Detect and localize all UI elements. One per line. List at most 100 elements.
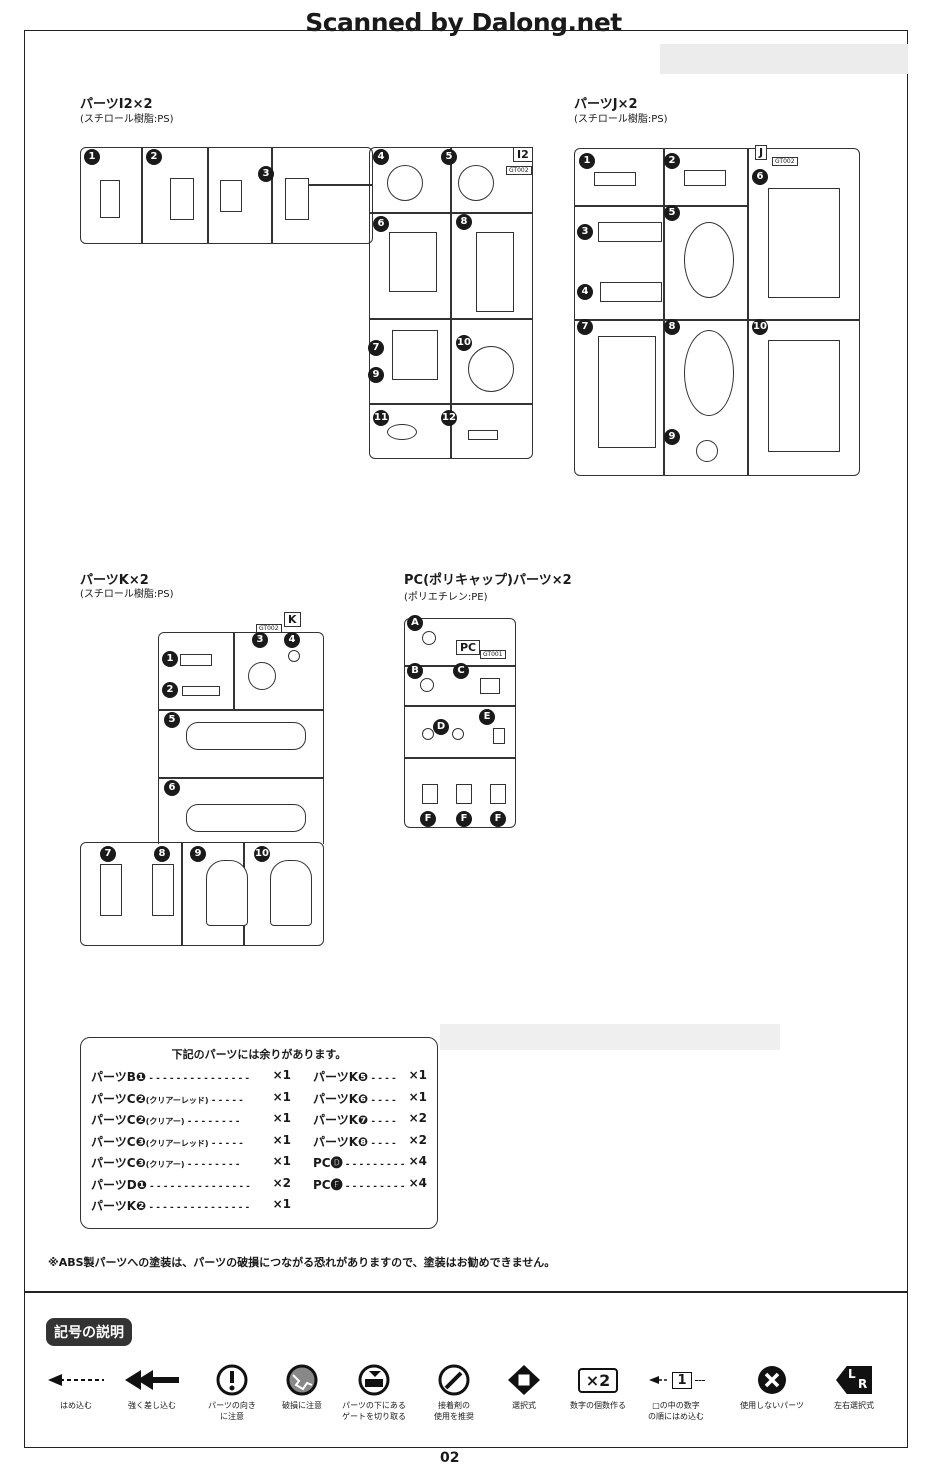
part-pc-f2 [456, 784, 472, 804]
spare-part-quantity: ×2 [408, 1111, 427, 1125]
sprue-k-title: パーツK×2 [80, 573, 149, 588]
part-k-5 [186, 722, 306, 750]
legend-label: パーツの下にある ゲートを切り取る [342, 1401, 406, 1421]
spare-part-row: パーツK❺ - - - - ×1 [313, 1068, 427, 1085]
part-j-5 [684, 222, 734, 298]
callout-number: 1 [162, 651, 178, 667]
part-i2-3a [220, 180, 242, 212]
spare-part-name: パーツC❸ [91, 1156, 146, 1170]
callout-letter: D [433, 719, 449, 735]
spare-part-row: パーツD❶ - - - - - - - - - - - - - - - ×2 [91, 1176, 291, 1193]
callout-number: 5 [441, 149, 457, 165]
spare-part-quantity: ×4 [408, 1154, 427, 1168]
callout-number: 4 [577, 284, 593, 300]
leader-dots: - - - - [368, 1074, 396, 1084]
part-pc-e [493, 728, 505, 744]
legend-label: パーツの向き に注意 [208, 1401, 256, 1421]
spare-part-row: PC🅕 - - - - - - - - - ×4 [313, 1176, 427, 1193]
spare-part-name: パーツK❽ [313, 1134, 369, 1149]
legend-symbol: 選択式 [484, 1362, 564, 1411]
part-j-9 [696, 440, 718, 462]
part-pc-d2 [452, 728, 464, 740]
legend-title: 記号の説明 [46, 1318, 132, 1346]
leader-dots: - - - - - [208, 1095, 243, 1106]
callout-number: 2 [146, 149, 162, 165]
callout-number: 9 [190, 846, 206, 862]
part-pc-d1 [422, 728, 434, 740]
spare-part-name: パーツC❷ [91, 1113, 146, 1127]
callout-number: 7 [577, 319, 593, 335]
legend-label: 強く差し込む [128, 1401, 176, 1410]
callout-number: 3 [258, 166, 274, 182]
spare-part-row: パーツK❽ - - - - ×2 [313, 1133, 427, 1150]
sprue-k-tag: K [284, 612, 301, 627]
part-j-4 [600, 282, 662, 302]
callout-number: 1 [84, 149, 100, 165]
order-icon: 1 [636, 1362, 716, 1398]
legend-symbol: 使用しないパーツ [732, 1362, 812, 1411]
callout-number: 11 [373, 410, 389, 426]
sprue-j-frame [574, 148, 860, 476]
part-k-10 [270, 860, 312, 926]
part-i2-6 [389, 232, 437, 292]
spare-part-row: パーツK❻ - - - - ×1 [313, 1090, 427, 1107]
paint-caution: ※ABS製パーツへの塗装は、パーツの破損につながる恐れがありますので、塗装はお勧… [48, 1256, 556, 1269]
part-k-3 [248, 662, 276, 690]
part-k-6 [186, 804, 306, 832]
part-pc-a [422, 631, 436, 645]
spare-part-color-note: (クリアー) [145, 1160, 185, 1169]
spare-parts-box: 下記のパーツには余りがあります。 パーツB❶ - - - - - - - - -… [80, 1037, 438, 1229]
legend-label: 破損に注意 [282, 1401, 322, 1410]
leader-dots: - - - - - [208, 1138, 243, 1149]
part-i2-5 [458, 165, 494, 201]
sprue-pc-material: (ポリエチレン:PE) [404, 592, 488, 603]
callout-letter: E [479, 709, 495, 725]
leader-dots: - - - - - - - - - [342, 1181, 405, 1192]
leader-dots: - - - - - - - - - - - - - - - [146, 1074, 250, 1084]
spare-part-name: PC🅕 [313, 1177, 343, 1192]
callout-number: 2 [664, 153, 680, 169]
legend-label: 接着剤の 使用を推奨 [434, 1401, 474, 1421]
sprue-pc-code: GT001 [480, 650, 506, 659]
spare-part-quantity: ×1 [272, 1132, 291, 1147]
bleed-through-header [660, 44, 908, 74]
spare-part-quantity: ×1 [408, 1089, 427, 1104]
part-j-3 [598, 222, 662, 242]
spare-part-quantity: ×2 [272, 1175, 291, 1190]
part-j-1 [594, 172, 636, 186]
sprue-j-tag: J [755, 145, 768, 160]
sprue-j-material: (スチロール樹脂:PS) [574, 114, 668, 125]
glue-icon [414, 1362, 494, 1398]
page-frame [24, 30, 908, 1448]
dashed-arrow-icon [36, 1362, 116, 1398]
exclamation-icon [192, 1362, 272, 1398]
sprue-i2-code: GT002 [506, 166, 532, 175]
legend-label: 左右選択式 [834, 1401, 874, 1410]
callout-letter: F [490, 811, 506, 827]
callout-letter: C [453, 663, 469, 679]
sprue-i2-frame-left [80, 147, 373, 244]
part-i2-4 [387, 165, 423, 201]
part-k-1 [180, 654, 212, 666]
sprue-pc-tag: PC [456, 640, 481, 655]
legend-label: はめ込む [60, 1401, 92, 1410]
leader-dots: - - - - - - - - - [342, 1160, 405, 1170]
part-i2-12 [468, 430, 498, 440]
legend-symbol: 1□の中の数字 の順にはめ込む [636, 1362, 716, 1422]
spare-part-quantity: ×1 [272, 1068, 291, 1082]
part-j-7 [598, 336, 656, 448]
unused-icon [732, 1362, 812, 1398]
callout-letter: A [407, 615, 423, 631]
sprue-k-code: GT002 [256, 624, 282, 633]
sprue-j-title: パーツJ×2 [574, 97, 638, 112]
spare-part-name: PC🅓 [313, 1156, 343, 1170]
callout-number: 3 [252, 632, 268, 648]
spare-part-row: パーツK❷ - - - - - - - - - - - - - - - ×1 [91, 1197, 291, 1214]
broken-icon [262, 1362, 342, 1398]
part-i2-3b [285, 178, 309, 220]
spare-part-color-note: (クリアーレッド) [145, 1095, 209, 1105]
legend-symbol: パーツの下にある ゲートを切り取る [334, 1362, 414, 1422]
spare-part-name: パーツC❷ [91, 1091, 146, 1106]
spare-part-row: パーツC❷(クリアー) - - - - - - - - ×1 [91, 1111, 291, 1128]
